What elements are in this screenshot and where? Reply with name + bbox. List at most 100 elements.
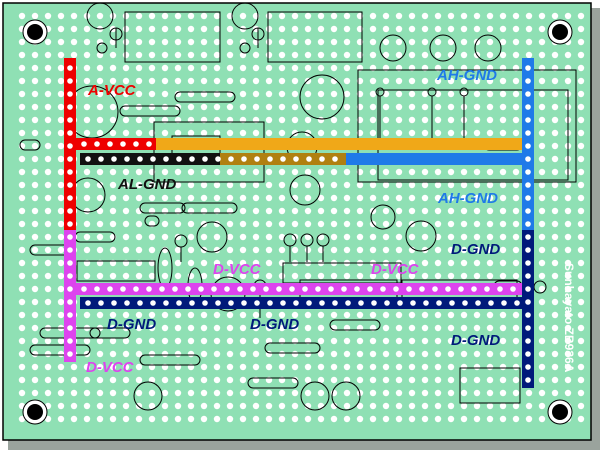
hole — [434, 129, 442, 137]
hole — [447, 90, 455, 98]
hole — [460, 220, 468, 228]
hole — [18, 38, 26, 46]
resistor — [144, 215, 160, 227]
rail-d-vcc-vertical — [64, 230, 76, 362]
hole — [343, 129, 351, 137]
hole — [369, 389, 377, 397]
hole — [109, 363, 117, 371]
hole — [330, 337, 338, 345]
hole — [148, 389, 156, 397]
hole — [148, 51, 156, 59]
hole — [31, 311, 39, 319]
hole — [473, 402, 481, 410]
hole — [161, 311, 169, 319]
hole — [265, 272, 273, 280]
hole — [135, 194, 143, 202]
hole — [57, 220, 65, 228]
hole — [434, 389, 442, 397]
hole — [57, 207, 65, 215]
hole — [551, 129, 559, 137]
hole — [499, 25, 507, 33]
hole — [174, 311, 182, 319]
hole — [265, 194, 273, 202]
hole — [551, 12, 559, 20]
hole — [83, 51, 91, 59]
hole — [551, 168, 559, 176]
hole — [278, 324, 286, 332]
hole — [252, 90, 260, 98]
rail-pad — [525, 208, 531, 214]
hole — [330, 129, 338, 137]
hole — [213, 415, 221, 423]
hole — [395, 25, 403, 33]
hole — [395, 363, 403, 371]
hole — [317, 207, 325, 215]
rail-pad — [436, 300, 442, 306]
hole — [70, 376, 78, 384]
rail-pad — [345, 300, 351, 306]
hole — [252, 350, 260, 358]
hole — [278, 168, 286, 176]
hole — [473, 246, 481, 254]
hole — [421, 337, 429, 345]
hole — [57, 116, 65, 124]
rail-pad — [124, 300, 130, 306]
rail-pad — [215, 156, 221, 162]
hole — [265, 103, 273, 111]
label-d-gnd-right-top: D-GND — [451, 241, 500, 258]
hole — [96, 168, 104, 176]
rail-pad — [525, 377, 531, 383]
rail-pad — [146, 286, 152, 292]
hole — [499, 259, 507, 267]
rail-pad — [319, 300, 325, 306]
hole — [512, 168, 520, 176]
hole — [122, 311, 130, 319]
hole — [226, 51, 234, 59]
hole — [473, 220, 481, 228]
hole — [109, 389, 117, 397]
rail-pad — [241, 300, 247, 306]
hole — [434, 220, 442, 228]
hole — [564, 337, 572, 345]
hole — [577, 259, 585, 267]
hole — [421, 38, 429, 46]
hole — [96, 77, 104, 85]
hole — [200, 350, 208, 358]
rail-pad — [67, 325, 73, 331]
rail-mid-orange-right — [346, 138, 522, 150]
hole — [44, 337, 52, 345]
hole — [356, 181, 364, 189]
hole — [551, 155, 559, 163]
hole — [44, 181, 52, 189]
hole — [96, 350, 104, 358]
hole — [356, 363, 364, 371]
hole — [395, 350, 403, 358]
rail-pad — [475, 300, 481, 306]
hole — [512, 246, 520, 254]
hole — [473, 168, 481, 176]
hole — [317, 363, 325, 371]
hole — [447, 311, 455, 319]
part-outline — [405, 220, 437, 252]
hole — [356, 233, 364, 241]
rail-pad — [289, 286, 295, 292]
hole — [213, 168, 221, 176]
hole — [369, 77, 377, 85]
hole — [18, 298, 26, 306]
hole — [369, 246, 377, 254]
hole — [551, 77, 559, 85]
hole — [213, 64, 221, 72]
rail-pad — [267, 156, 273, 162]
rail-pad — [98, 300, 104, 306]
label-d-gnd-mid: D-GND — [250, 316, 299, 333]
hole — [70, 402, 78, 410]
hole — [382, 337, 390, 345]
hole — [278, 220, 286, 228]
hole — [421, 363, 429, 371]
hole — [538, 103, 546, 111]
hole — [187, 389, 195, 397]
hole — [486, 415, 494, 423]
hole — [135, 64, 143, 72]
rail-pad — [98, 156, 104, 162]
hole — [395, 103, 403, 111]
